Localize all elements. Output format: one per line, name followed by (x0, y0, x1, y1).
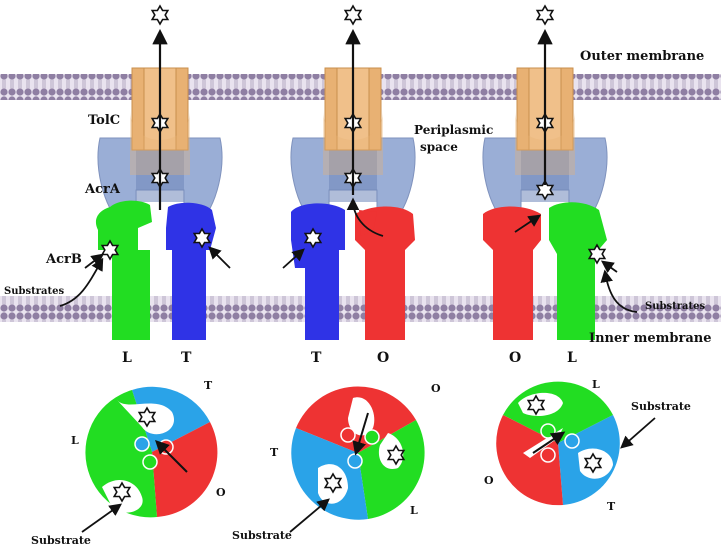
inner-membrane (0, 296, 721, 322)
wheel-2-label-left: T (270, 446, 279, 459)
outer-membrane-label: Outer membrane (580, 49, 704, 64)
substrate-star-icon (536, 5, 554, 25)
pump-3 (482, 5, 638, 340)
substrate-label-wheel-3: Substrate (631, 400, 691, 413)
acrb-right-protomer-O (355, 206, 415, 340)
acrb-left-protomer-L (95, 200, 152, 340)
periplasmic-label-line-2: space (420, 140, 458, 154)
pump-1-right-state: T (181, 350, 192, 366)
pump-2 (282, 5, 416, 340)
wheel-3 (496, 381, 620, 506)
substrates-label-right: Substrates (645, 301, 705, 312)
wheel-3-label-right: T (607, 500, 616, 513)
wheel-1 (85, 386, 218, 518)
substrate-star-icon (344, 5, 362, 25)
pump-2-right-state: O (377, 350, 389, 366)
wheel-1-label-top: T (204, 379, 213, 392)
wheel-2-label-top: O (431, 382, 441, 395)
substrate-label-wheel-1: Substrate (31, 534, 91, 547)
pump-1 (59, 5, 231, 340)
wheel-1-label-left: L (71, 434, 79, 447)
tolc-label: TolC (88, 113, 120, 128)
pump-3-left-state: O (509, 350, 521, 366)
inner-membrane-label: Inner membrane (589, 331, 712, 346)
acrb-label: AcrB (45, 252, 82, 267)
periplasmic-label-line-1: Periplasmic (414, 123, 493, 137)
wheel-1-label-right: O (216, 486, 226, 499)
pump-1-left-state: L (122, 350, 132, 366)
wheel-2 (291, 386, 425, 520)
acrb-left-protomer-O (483, 206, 541, 340)
wheel-3-label-left: O (484, 474, 494, 487)
substrate-label-wheel-2: Substrate (232, 529, 292, 542)
substrate-star-icon (151, 5, 169, 25)
wheel-2-label-right: L (410, 504, 418, 517)
wheel-3-label-top: L (592, 378, 600, 391)
substrates-label-left: Substrates (4, 286, 64, 297)
pump-3-right-state: L (567, 350, 577, 366)
pump-2-left-state: T (311, 350, 322, 366)
acra-label: AcrA (84, 182, 121, 197)
